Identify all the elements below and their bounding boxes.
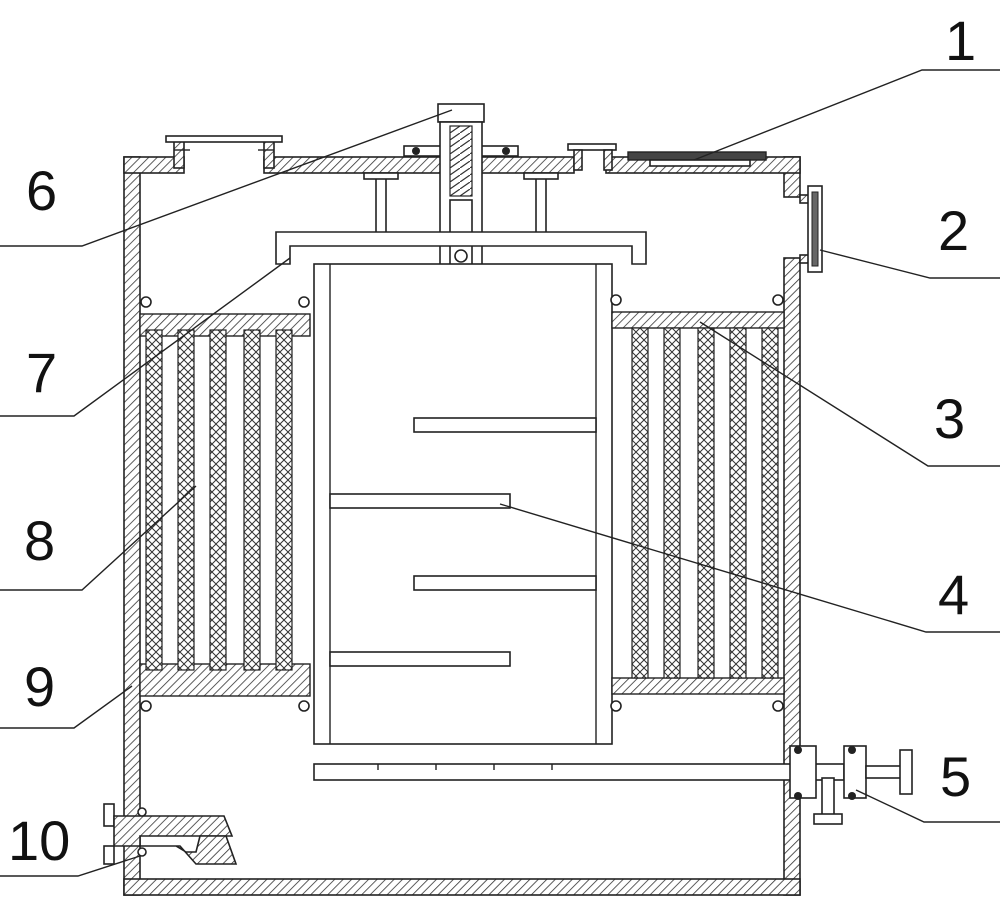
callout-2: 2: [938, 199, 969, 262]
vent-nozzle: [567, 143, 617, 171]
callout-3: 3: [934, 387, 965, 450]
callout-7: 7: [26, 341, 57, 404]
callout-labels: 1 2 3 4 5 6 7 8 9 10: [8, 9, 976, 872]
bottom-outlet: [103, 803, 238, 865]
callout-4: 4: [938, 563, 969, 626]
callout-1: 1: [945, 9, 976, 72]
top-inlet-nozzle: [165, 135, 283, 169]
callout-8: 8: [24, 509, 55, 572]
center-cylinder: [313, 263, 613, 745]
leader-lines: [0, 69, 1000, 877]
left-filter-bank: [139, 296, 311, 712]
callout-9: 9: [24, 655, 55, 718]
hatch-cover: [627, 151, 767, 167]
callout-5: 5: [940, 745, 971, 808]
sight-glass: [799, 185, 823, 273]
callout-10: 10: [8, 809, 70, 872]
drive-assembly: [363, 103, 559, 275]
right-filter-bank: [610, 294, 785, 712]
callout-6: 6: [26, 159, 57, 222]
spray-pipe-valve: [313, 745, 913, 825]
tank-shell: [123, 156, 801, 896]
